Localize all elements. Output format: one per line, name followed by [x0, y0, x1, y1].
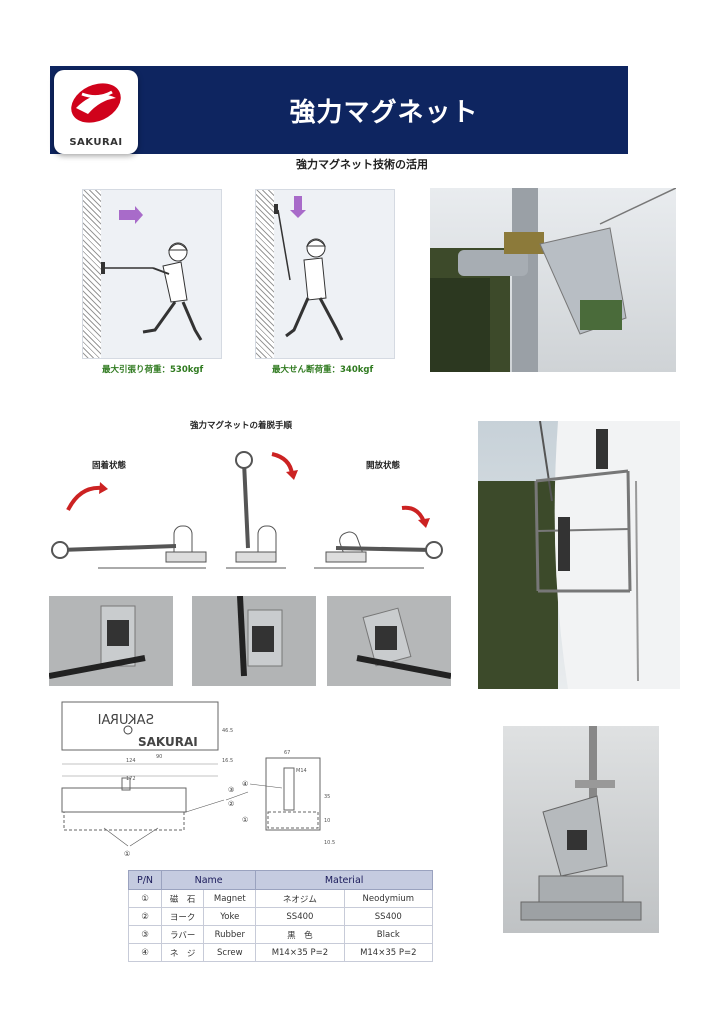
cell: Rubber: [203, 925, 257, 944]
brand-drawing-text: SAKURAI: [138, 735, 198, 749]
open-state-label: 開放状態: [366, 461, 401, 471]
wall-hatch: [256, 190, 274, 358]
open-state-photo: [327, 596, 451, 686]
cell: ④: [128, 943, 162, 962]
tank-scaffold-image: [478, 421, 680, 689]
header-name: Name: [160, 870, 257, 890]
dim-label: 35: [324, 794, 330, 800]
dim-label: 90: [156, 754, 162, 760]
procedure-title: 強力マグネットの着脱手順: [190, 421, 293, 431]
logo-mark-icon: [71, 83, 121, 123]
worker-pull-figure: [101, 206, 203, 341]
cell: M14×35 P=2: [255, 943, 345, 962]
pull-load-caption: 最大引張り荷重：530kgf: [102, 365, 204, 375]
cell: ヨーク: [160, 907, 205, 926]
pole-magnet-image: [430, 188, 676, 372]
table-header-row: P/N Name Material: [128, 870, 433, 890]
cell: Magnet: [203, 889, 257, 908]
cell: ラバー: [160, 925, 205, 944]
pole-magnet-photo: [430, 188, 676, 372]
magnet-releasing-image: [237, 596, 283, 677]
tank-scaffold-photo: [478, 421, 680, 689]
fixed-state-photo: [49, 596, 173, 686]
table-row: ③ ラバー Rubber 黒 色 Black: [128, 925, 434, 944]
header-pn: P/N: [128, 870, 162, 890]
spec-table: P/N Name Material ① 磁 石 Magnet ネオジム Neod…: [128, 870, 434, 962]
table-row: ② ヨーク Yoke SS400 SS400: [128, 907, 434, 926]
cell: SS400: [343, 907, 434, 926]
procedure-diagram: [51, 451, 443, 569]
shear-load-illustration: [255, 189, 395, 359]
logo-text: SAKURAI: [69, 137, 123, 148]
cell: ③: [128, 925, 162, 944]
pull-load-illustration: [82, 189, 222, 359]
dim-label: 10.5: [324, 840, 335, 846]
magnet-stand-photo: [503, 726, 659, 933]
cell: ネオジム: [255, 889, 345, 908]
dim-label: 124: [126, 758, 136, 764]
dim-label: 67: [284, 750, 290, 756]
cell: 黒 色: [255, 925, 345, 944]
cell: ①: [128, 889, 162, 908]
cell: 磁 石: [160, 889, 205, 908]
callout-2: ②: [228, 800, 234, 808]
cell: Neodymium: [343, 889, 434, 908]
header-material: Material: [255, 870, 433, 890]
page-subtitle: 強力マグネット技術の活用: [296, 158, 428, 171]
magnet-stand-image: [520, 726, 642, 921]
callout-3: ③: [228, 786, 234, 794]
technical-drawing: SAKURAI SAKURAI 124 90 46.5 172 ③ ② ① 67…: [61, 701, 335, 858]
dim-label: 16.5: [222, 758, 233, 764]
cell: SS400: [255, 907, 345, 926]
wall-hatch: [83, 190, 101, 358]
magnet-open-image: [356, 607, 451, 679]
cell: Screw: [203, 943, 257, 962]
table-row: ① 磁 石 Magnet ネオジム Neodymium: [128, 889, 434, 908]
brand-mirror-text: SAKURAI: [98, 713, 154, 728]
fixed-state-label: 固着状態: [92, 461, 127, 471]
worker-shear-figure: [274, 196, 344, 341]
cell: ネ ジ: [160, 943, 205, 962]
callout-1: ①: [124, 850, 130, 858]
callout-4: ④: [242, 780, 248, 788]
dim-label: 46.5: [222, 728, 233, 734]
page-title: 強力マグネット: [289, 97, 479, 128]
cell: Black: [343, 925, 434, 944]
table-row: ④ ネ ジ Screw M14×35 P=2 M14×35 P=2: [128, 943, 434, 962]
cell: M14×35 P=2: [343, 943, 434, 962]
dim-label: 172: [126, 776, 136, 782]
callout-1b: ①: [242, 816, 248, 824]
magnet-fixed-image: [49, 605, 146, 679]
shear-load-caption: 最大せん断荷重：340kgf: [272, 365, 374, 375]
sakurai-logo: SAKURAI: [54, 70, 138, 154]
cell: ②: [128, 907, 162, 926]
releasing-photo: [192, 596, 316, 686]
dim-label: M14: [296, 768, 307, 774]
dim-label: 10: [324, 818, 330, 824]
cell: Yoke: [203, 907, 257, 926]
header-band: [50, 66, 628, 154]
